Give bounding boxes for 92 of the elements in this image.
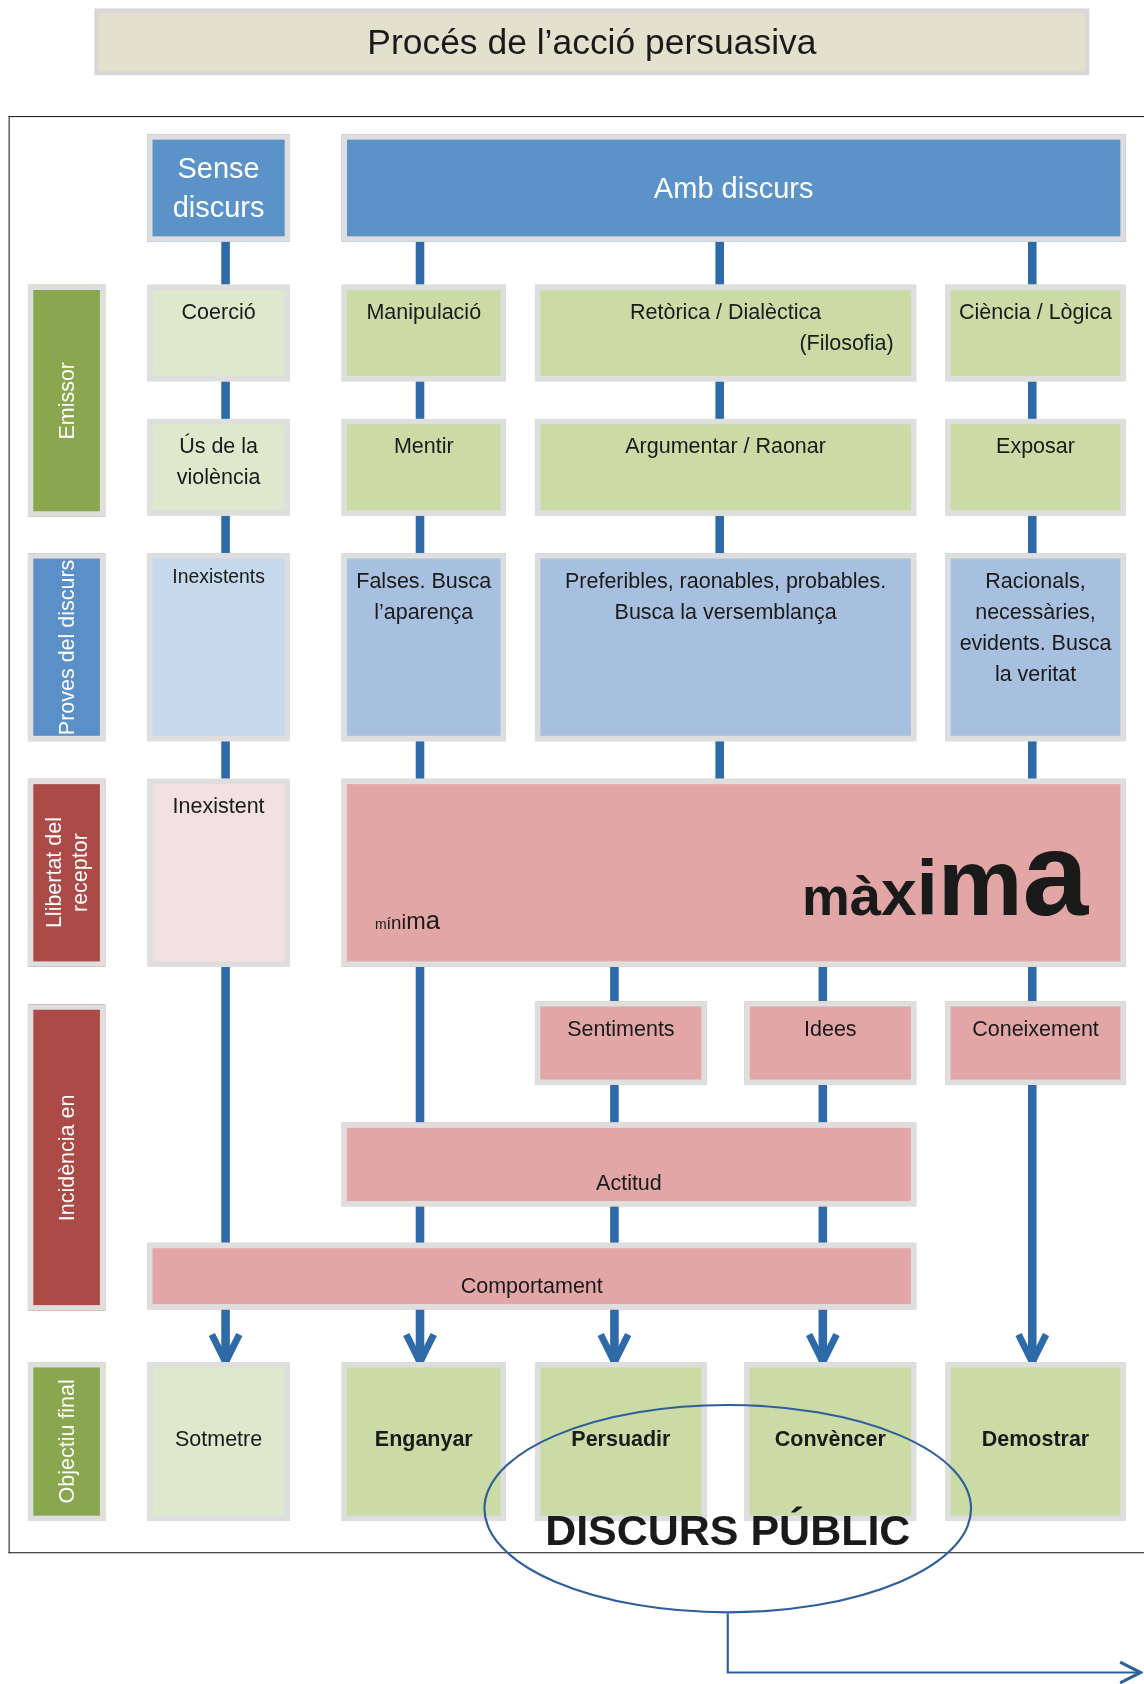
connector-line	[610, 1084, 619, 1123]
category-box	[945, 418, 1126, 516]
goal-box	[341, 1362, 506, 1522]
connector-line	[221, 515, 230, 554]
scale-box	[341, 778, 1126, 967]
box-text: Manipulació	[365, 298, 483, 326]
row-label-text: Llibertat del receptor	[40, 816, 93, 931]
box-text: Ciència / Lògica	[958, 298, 1113, 326]
scale-max-text: màxima	[801, 815, 1089, 934]
box-text: Inexistent	[171, 792, 266, 820]
row-label-text: Emissor	[53, 361, 80, 440]
ellipse-label: DISCURS PÚBLIC	[545, 1506, 911, 1554]
connector-line	[415, 741, 425, 779]
ellipse-outline	[483, 1403, 973, 1614]
header-text: Sense discurs	[171, 151, 266, 226]
box-text: Idees	[803, 1015, 858, 1042]
box-text: Mentir	[392, 432, 455, 460]
connector-line	[221, 381, 230, 419]
category-box	[147, 284, 291, 382]
header-box	[341, 134, 1126, 242]
goal-box	[945, 1362, 1126, 1522]
box-text: Racionals, necessàries, evidents. Busca la veritat	[958, 567, 1113, 688]
category-box	[534, 284, 917, 382]
box-text: Ús de la violència	[175, 432, 262, 491]
category-box	[147, 553, 291, 742]
connector-line	[1028, 966, 1037, 1002]
goal-text: Persuadir	[571, 1424, 671, 1452]
connector-line	[610, 966, 619, 1002]
box-text: Coerció	[180, 298, 257, 326]
connector-line	[221, 966, 230, 1243]
connector-line	[415, 241, 425, 285]
connector-line	[1028, 241, 1037, 285]
connector-line	[1028, 381, 1037, 419]
category-box	[341, 284, 506, 382]
box-text: Inexistents	[171, 565, 266, 590]
category-box	[147, 778, 291, 967]
connector-line	[415, 515, 425, 554]
category-box	[534, 418, 917, 516]
category-box	[534, 1001, 707, 1085]
connector-line	[715, 241, 724, 285]
connector-line	[610, 1206, 619, 1243]
box-text: (Filosofia)	[799, 329, 894, 357]
title-banner: Procés de l’acció persuasiva	[94, 8, 1090, 76]
connector-line	[818, 1084, 828, 1123]
row-label-text: Objectiu final	[53, 1379, 80, 1504]
box-text: Sentiments	[566, 1015, 676, 1042]
box-text: Preferibles, raonables, probables. Busca la versemblança	[564, 567, 888, 626]
row-label	[27, 1004, 106, 1311]
scale-min-text: mínima	[374, 907, 441, 934]
category-box	[534, 553, 917, 742]
header-text: Amb discurs	[653, 170, 814, 206]
connector-line	[1028, 515, 1037, 554]
category-box	[147, 418, 291, 516]
box-text: Argumentar / Raonar	[624, 432, 827, 460]
connector-line	[715, 381, 724, 419]
category-box	[945, 553, 1126, 742]
box-text: Coneixement	[971, 1015, 1100, 1042]
category-box	[147, 1242, 917, 1310]
goal-text: Convèncer	[774, 1424, 886, 1452]
goal-text: Sotmetre	[175, 1424, 263, 1452]
row-label-text: Incidència en	[53, 1094, 80, 1221]
connector-line	[818, 966, 828, 1002]
connector-line	[221, 241, 230, 285]
category-box	[341, 553, 506, 742]
category-box	[744, 1001, 917, 1085]
box-text: Comportament	[460, 1273, 603, 1300]
goal-text: Enganyar	[374, 1424, 473, 1453]
box-text: Falses. Busca l’aparença	[355, 567, 493, 626]
goal-text: Demostrar	[981, 1424, 1090, 1452]
connector-line	[715, 741, 724, 779]
row-label-text: Proves del discurs	[53, 559, 80, 735]
category-box	[945, 284, 1126, 382]
box-text: Exposar	[995, 432, 1076, 460]
box-text: Actitud	[596, 1169, 662, 1197]
connector-line	[726, 1613, 1143, 1684]
connector-line	[1028, 741, 1037, 779]
box-text: Retòrica / Dialèctica	[630, 298, 822, 326]
connector-line	[415, 1206, 425, 1243]
row-label	[27, 1362, 106, 1522]
goal-box	[147, 1362, 291, 1522]
connector-line	[715, 515, 724, 554]
connector-line	[221, 741, 230, 779]
header-box	[147, 134, 291, 242]
category-box	[341, 1122, 917, 1207]
row-label	[27, 553, 106, 742]
category-box	[341, 418, 506, 516]
connector-line	[415, 966, 425, 1123]
category-box	[945, 1001, 1126, 1085]
row-label	[27, 284, 106, 517]
connector-line	[415, 381, 425, 419]
connector-line	[818, 1206, 828, 1243]
row-label	[27, 778, 106, 967]
